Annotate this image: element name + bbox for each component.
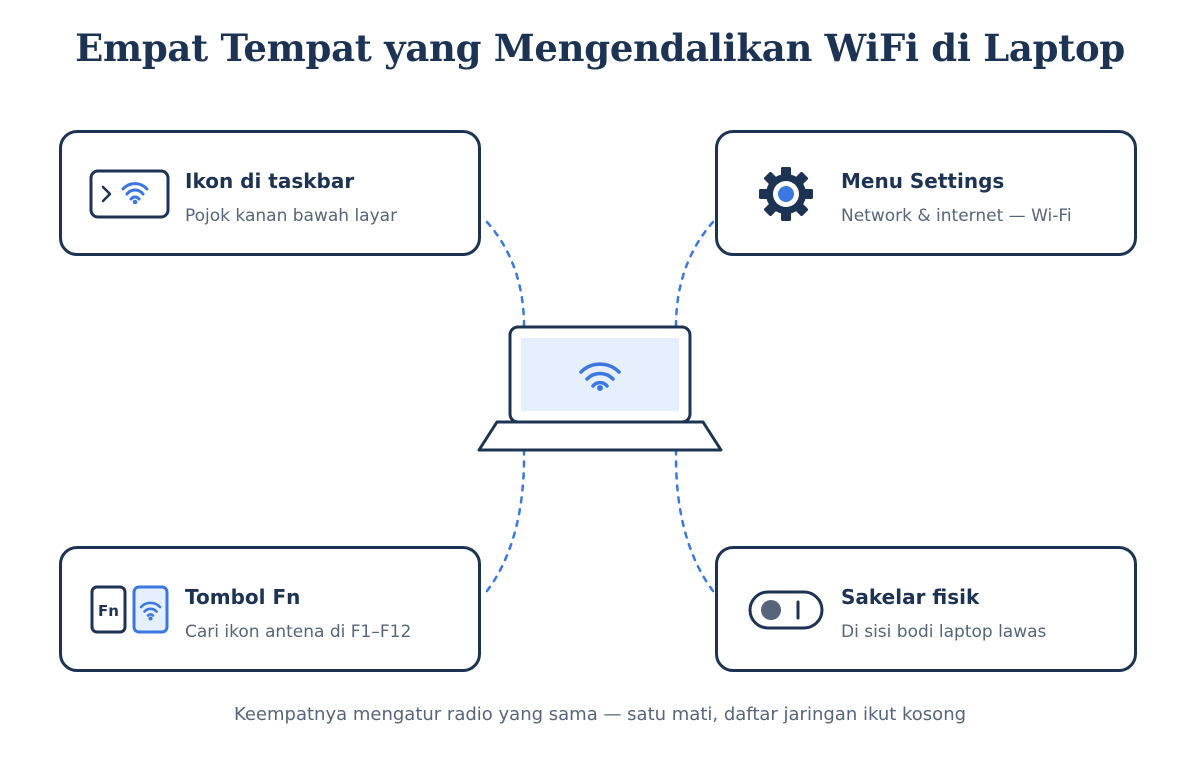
connector-taskbar	[485, 220, 526, 332]
taskbar-wifi-icon	[89, 169, 170, 219]
card-title: Menu Settings	[841, 169, 1005, 193]
connector-switch	[674, 450, 715, 593]
connector-settings	[674, 220, 715, 332]
card-title: Tombol Fn	[185, 585, 301, 609]
card-subtitle: Network & internet — Wi-Fi	[841, 206, 1072, 226]
card-subtitle: Cari ikon antena di F1–F12	[185, 622, 412, 642]
toggle-switch-icon	[748, 590, 824, 630]
card-switch: Sakelar fisik Di sisi bodi laptop lawas	[715, 546, 1137, 672]
laptop-wifi-icon	[477, 325, 723, 452]
card-title: Ikon di taskbar	[185, 169, 355, 193]
laptop-base	[477, 420, 723, 452]
fn-key-icon: Fn	[90, 585, 169, 634]
diagram-title: Empat Tempat yang Mengendalikan WiFi di …	[75, 26, 1125, 70]
card-subtitle: Di sisi bodi laptop lawas	[841, 622, 1047, 642]
fn-key-label: Fn	[98, 602, 119, 620]
wifi-icon	[579, 362, 621, 388]
card-settings: Menu Settings Network & internet — Wi-Fi	[715, 130, 1137, 256]
gear-icon	[759, 167, 813, 221]
connector-fn	[485, 450, 526, 593]
card-fn: Fn Tombol Fn Cari ikon antena di F1–F12	[59, 546, 481, 672]
footer-note: Keempatnya mengatur radio yang sama — sa…	[233, 704, 967, 725]
card-subtitle: Pojok kanan bawah layar	[185, 206, 398, 226]
card-title: Sakelar fisik	[841, 585, 980, 609]
card-taskbar: Ikon di taskbar Pojok kanan bawah layar	[59, 130, 481, 256]
